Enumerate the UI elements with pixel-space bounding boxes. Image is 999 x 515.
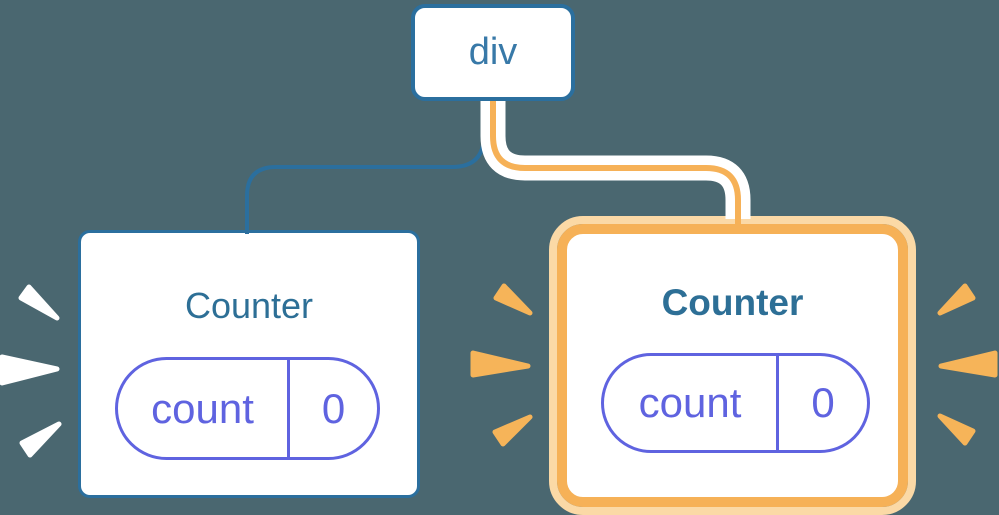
burst-icon [937,413,976,446]
edge-root-to-left-counter [245,101,486,234]
edge-root-to-right-counter-casing [480,101,751,219]
burst-icon [18,284,60,321]
edge-root-to-right-counter-highlighted [490,101,741,234]
burst-icon [492,414,533,447]
root-node-label: div [468,31,518,73]
state-value: 0 [811,379,835,426]
burst-icon [0,354,60,386]
counter-node-right-highlighted: Counter count 0 [549,216,916,515]
state-key: count [118,360,290,457]
counter-title: Counter [184,285,314,326]
state-value: 0 [321,384,346,432]
state-pill: count 0 [115,357,380,460]
counter-node-left: Counter count 0 [78,230,420,498]
burst-icon [938,350,998,378]
counter-title: Counter [661,282,804,323]
root-node-div: div [411,4,575,101]
state-key: count [604,356,779,450]
burst-icon [470,350,531,378]
state-pill: count 0 [601,353,870,453]
burst-icon [19,421,62,458]
burst-icon [937,283,976,316]
burst-icon [493,283,533,316]
